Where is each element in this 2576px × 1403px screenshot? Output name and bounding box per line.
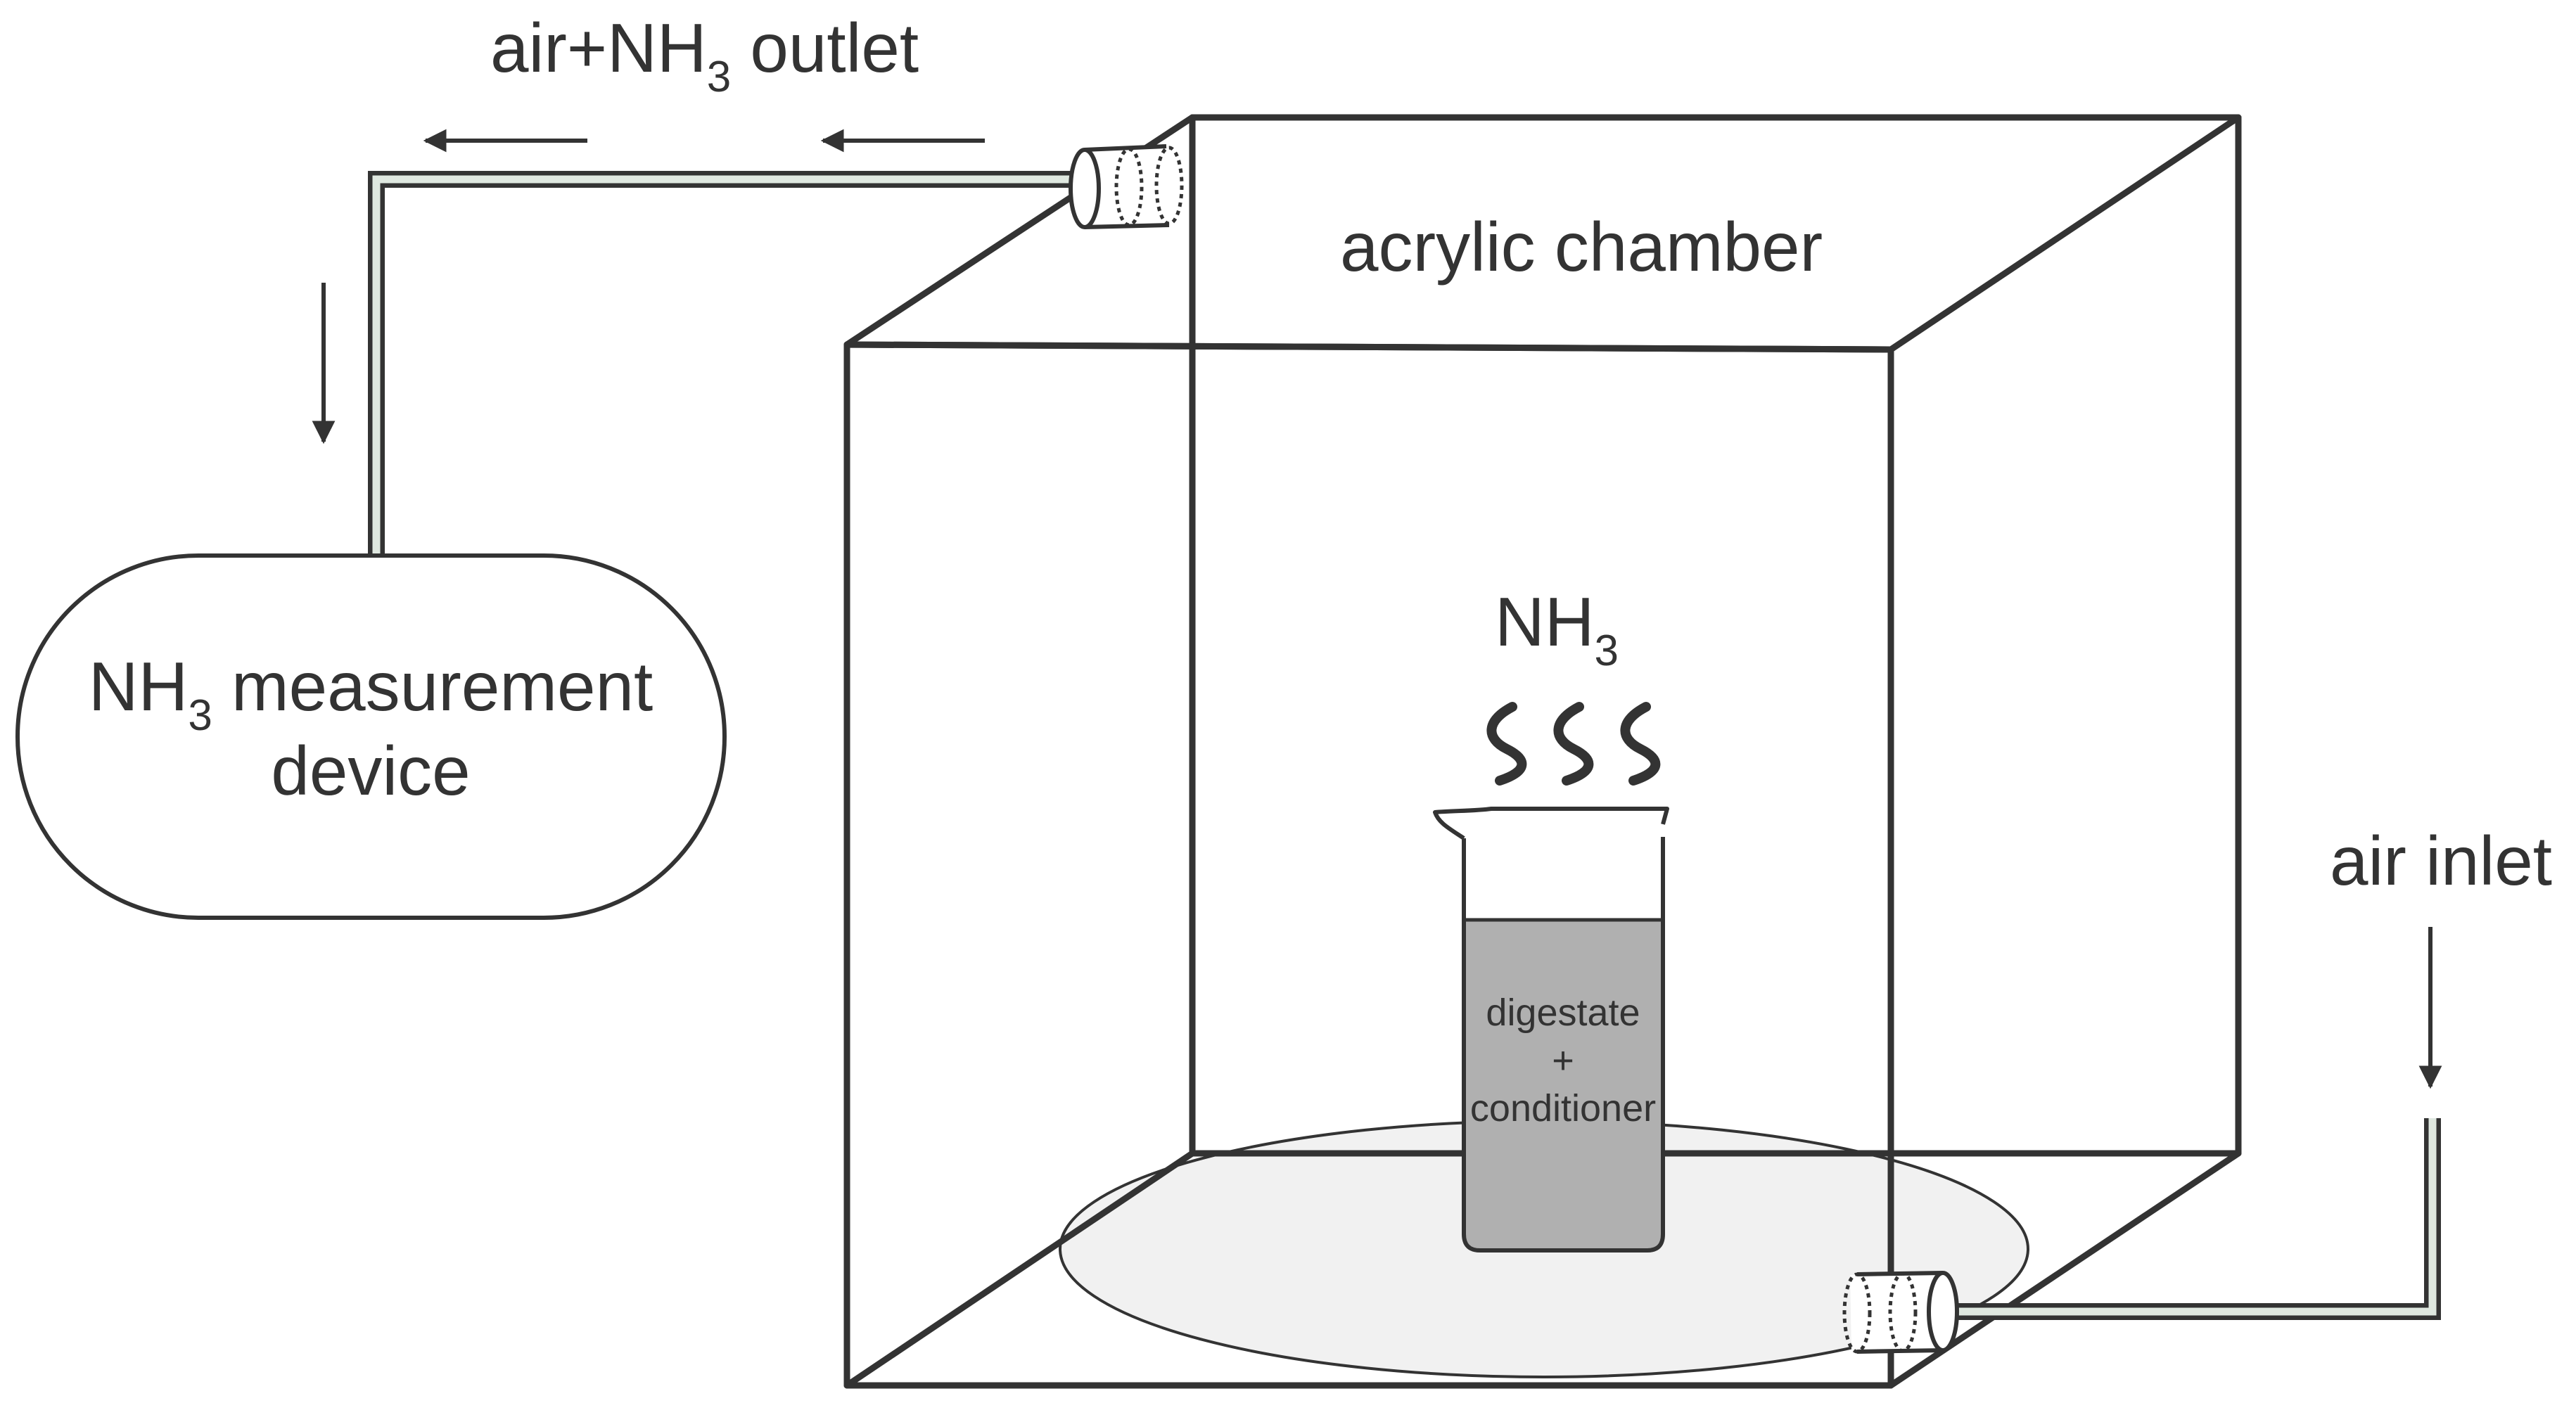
outlet-tube <box>368 171 1080 591</box>
beaker-label-line1: digestate <box>1486 992 1640 1034</box>
inlet-tube <box>1945 1118 2441 1320</box>
outlet-label: air+NH3 outlet <box>490 9 919 101</box>
inlet-tube-connector-icon <box>1842 1271 1959 1354</box>
device-label-line1: NH3 measurement <box>89 648 653 740</box>
vapor-wave-icon <box>1486 702 1661 786</box>
beaker-label-line2: + <box>1552 1039 1574 1082</box>
beaker-label-line3: conditioner <box>1470 1087 1656 1129</box>
ammonia-gas-label: NH3 <box>1495 583 1619 675</box>
measurement-device <box>15 553 727 920</box>
outlet-tube-connector-icon <box>1069 144 1184 229</box>
chamber-label: acrylic chamber <box>1340 208 1823 286</box>
device-label-line2: device <box>271 732 470 809</box>
inlet-label: air inlet <box>2330 822 2552 899</box>
beaker-icon <box>1433 807 1669 1253</box>
